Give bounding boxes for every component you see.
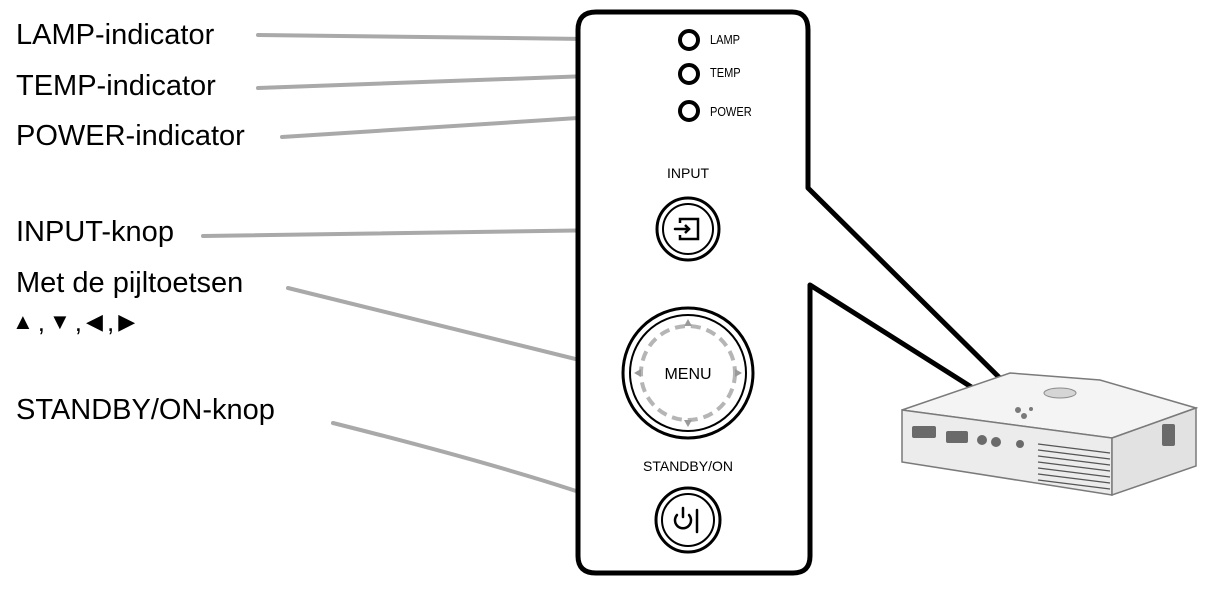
- callout-arrow-keys: Met de pijltoetsen: [16, 267, 244, 299]
- panel-label-lamp: LAMP: [710, 32, 740, 47]
- leader-line-arrows: [286, 286, 634, 375]
- arrow-down-glyph: ▼: [49, 309, 71, 334]
- arrow-separator: ,: [37, 307, 46, 337]
- standby-on-button[interactable]: [654, 486, 722, 554]
- arrow-right-icon: [735, 369, 742, 377]
- temp-indicator-led: [678, 63, 700, 85]
- callout-temp-indicator: TEMP-indicator: [16, 70, 216, 102]
- arrow-down-icon: [684, 420, 692, 427]
- arrow-right-glyph: ▶: [118, 309, 136, 334]
- callout-standby-on-button: STANDBY/ON-knop: [16, 394, 275, 426]
- panel-label-input: INPUT: [667, 165, 709, 181]
- arrow-left-icon: [634, 369, 641, 377]
- callout-power-indicator: POWER-indicator: [16, 120, 245, 152]
- arrow-separator: ,: [74, 307, 83, 337]
- projector-lens: [1043, 387, 1077, 399]
- menu-button-label: MENU: [664, 366, 711, 383]
- panel-label-temp: TEMP: [710, 65, 741, 80]
- control-panel-outline: [575, 9, 1023, 576]
- menu-arrow-cluster[interactable]: MENU: [621, 306, 755, 440]
- input-source-icon: [673, 217, 700, 241]
- power-indicator-led: [678, 100, 700, 122]
- projector-ports: [912, 424, 1175, 448]
- panel-label-power: POWER: [710, 104, 752, 119]
- power-icon: [673, 506, 699, 534]
- panel-label-standby: STANDBY/ON: [643, 458, 733, 474]
- callout-lamp-indicator: LAMP-indicator: [16, 19, 215, 51]
- input-button[interactable]: [655, 196, 721, 262]
- arrow-separator: ,: [106, 307, 115, 337]
- arrow-up-glyph: ▲: [12, 309, 34, 334]
- projector-illustration: [901, 372, 1199, 497]
- arrow-left-glyph: ◀: [86, 309, 103, 334]
- callout-input-button: INPUT-knop: [16, 216, 174, 248]
- projector-control-panel: [1015, 407, 1033, 419]
- arrow-keys-glyph-row: ▲ , ▼ , ◀ , ▶: [12, 309, 135, 335]
- arrow-up-icon: [684, 319, 692, 326]
- projector-vent-grille: [1037, 443, 1111, 490]
- lamp-indicator-led: [678, 29, 700, 51]
